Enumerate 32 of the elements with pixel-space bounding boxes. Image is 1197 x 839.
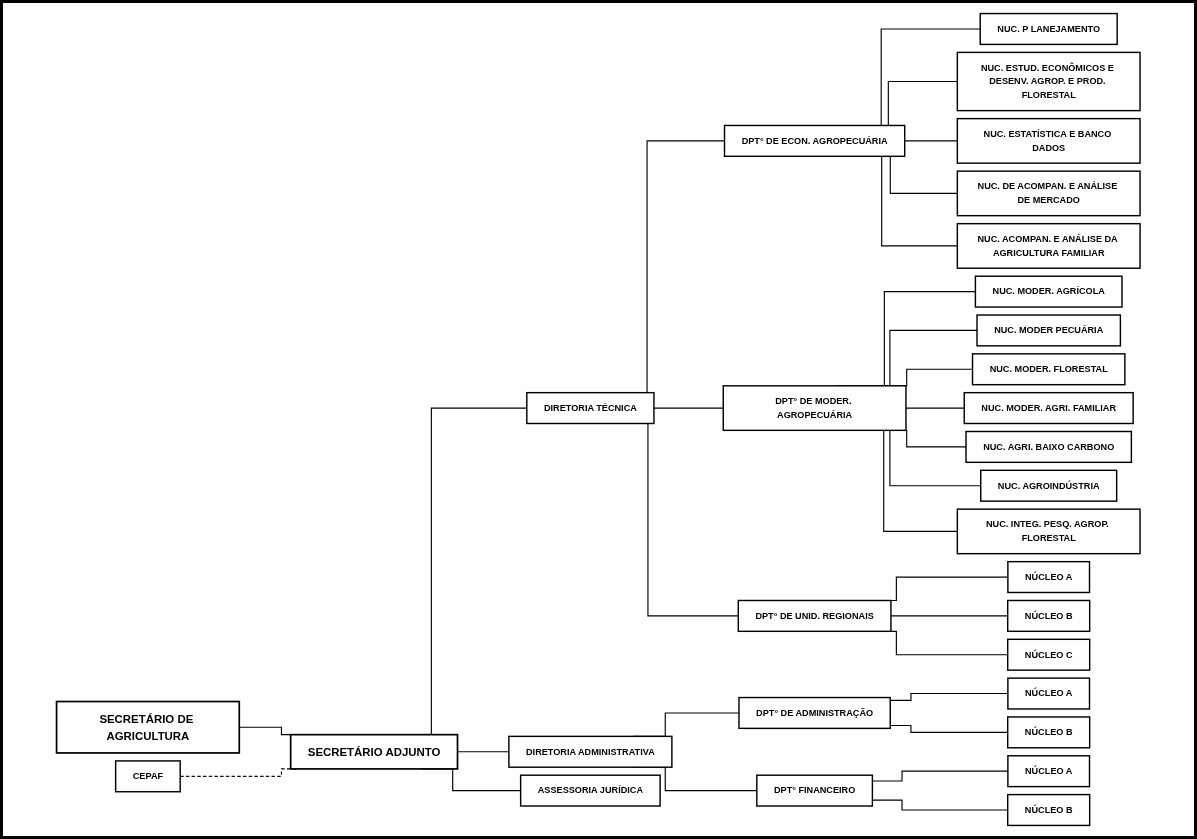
node-box: NUC. ESTUD. ECONÔMICOS E DESENV. AGROP. E PROD. FLORESTAL (956, 51, 1141, 112)
node-box: DPT° DE ECON. AGROPECUÁRIA (724, 124, 906, 157)
node-box: NUC. ACOMPAN. E ANÁLISE DA AGRICULTURA FAMILIAR (956, 222, 1141, 269)
node-box: ASSESSORIA JURÍDICA (520, 774, 662, 807)
node-box: NUC. DE ACOMPAN. E ANÁLISE DE MERCADO (956, 170, 1141, 217)
node-box: NÚCLEO B (1007, 599, 1091, 633)
node-box: NUC. AGRI. BAIXO CARBONO (965, 430, 1133, 464)
node-box: DPT° DE UNID. REGIONAIS (737, 599, 892, 633)
node-box: NUC. INTEG. PESQ. AGROP. FLORESTAL (956, 508, 1141, 555)
node-box: NÚCLEO A (1007, 560, 1091, 594)
node-box: NUC. ESTATÍSTICA E BANCO DADOS (956, 117, 1141, 164)
node-box: NUC. MODER PECUÁRIA (976, 314, 1122, 347)
node-box: NUC. P LANEJAMENTO (979, 12, 1119, 46)
node-box: DIRETORIA TÉCNICA (526, 391, 655, 425)
node-box: NUC. MODER. FLORESTAL (972, 353, 1126, 386)
node-box: SECRETÁRIO DE AGRICULTURA (55, 700, 241, 754)
node-box: NUC. MODER. AGRÍCOLA (974, 275, 1123, 308)
node-box: DIRETORIA ADMINISTRATIVA (508, 735, 673, 768)
node-box: DPT° FINANCEIRO (756, 774, 874, 807)
node-box: NUC. MODER. AGRI. FAMILIAR (963, 391, 1135, 425)
node-box: SECRETÁRIO ADJUNTO (290, 733, 459, 770)
node-box: NÚCLEO B (1007, 716, 1091, 749)
node-box: DPT° DE ADMINISTRAÇÃO (738, 696, 892, 730)
node-box: NÚCLEO C (1007, 638, 1091, 671)
node-box: CEPAF (115, 760, 182, 793)
node-box: NÚCLEO A (1007, 677, 1091, 710)
connector (872, 770, 1009, 782)
node-box: DPT° DE MODER. AGROPECUÁRIA (722, 385, 907, 432)
node-box: NÚCLEO B (1007, 793, 1091, 827)
node-box: NÚCLEO A (1007, 755, 1091, 788)
node-box: NUC. AGROINDÚSTRIA (980, 469, 1118, 502)
connector (457, 751, 510, 753)
